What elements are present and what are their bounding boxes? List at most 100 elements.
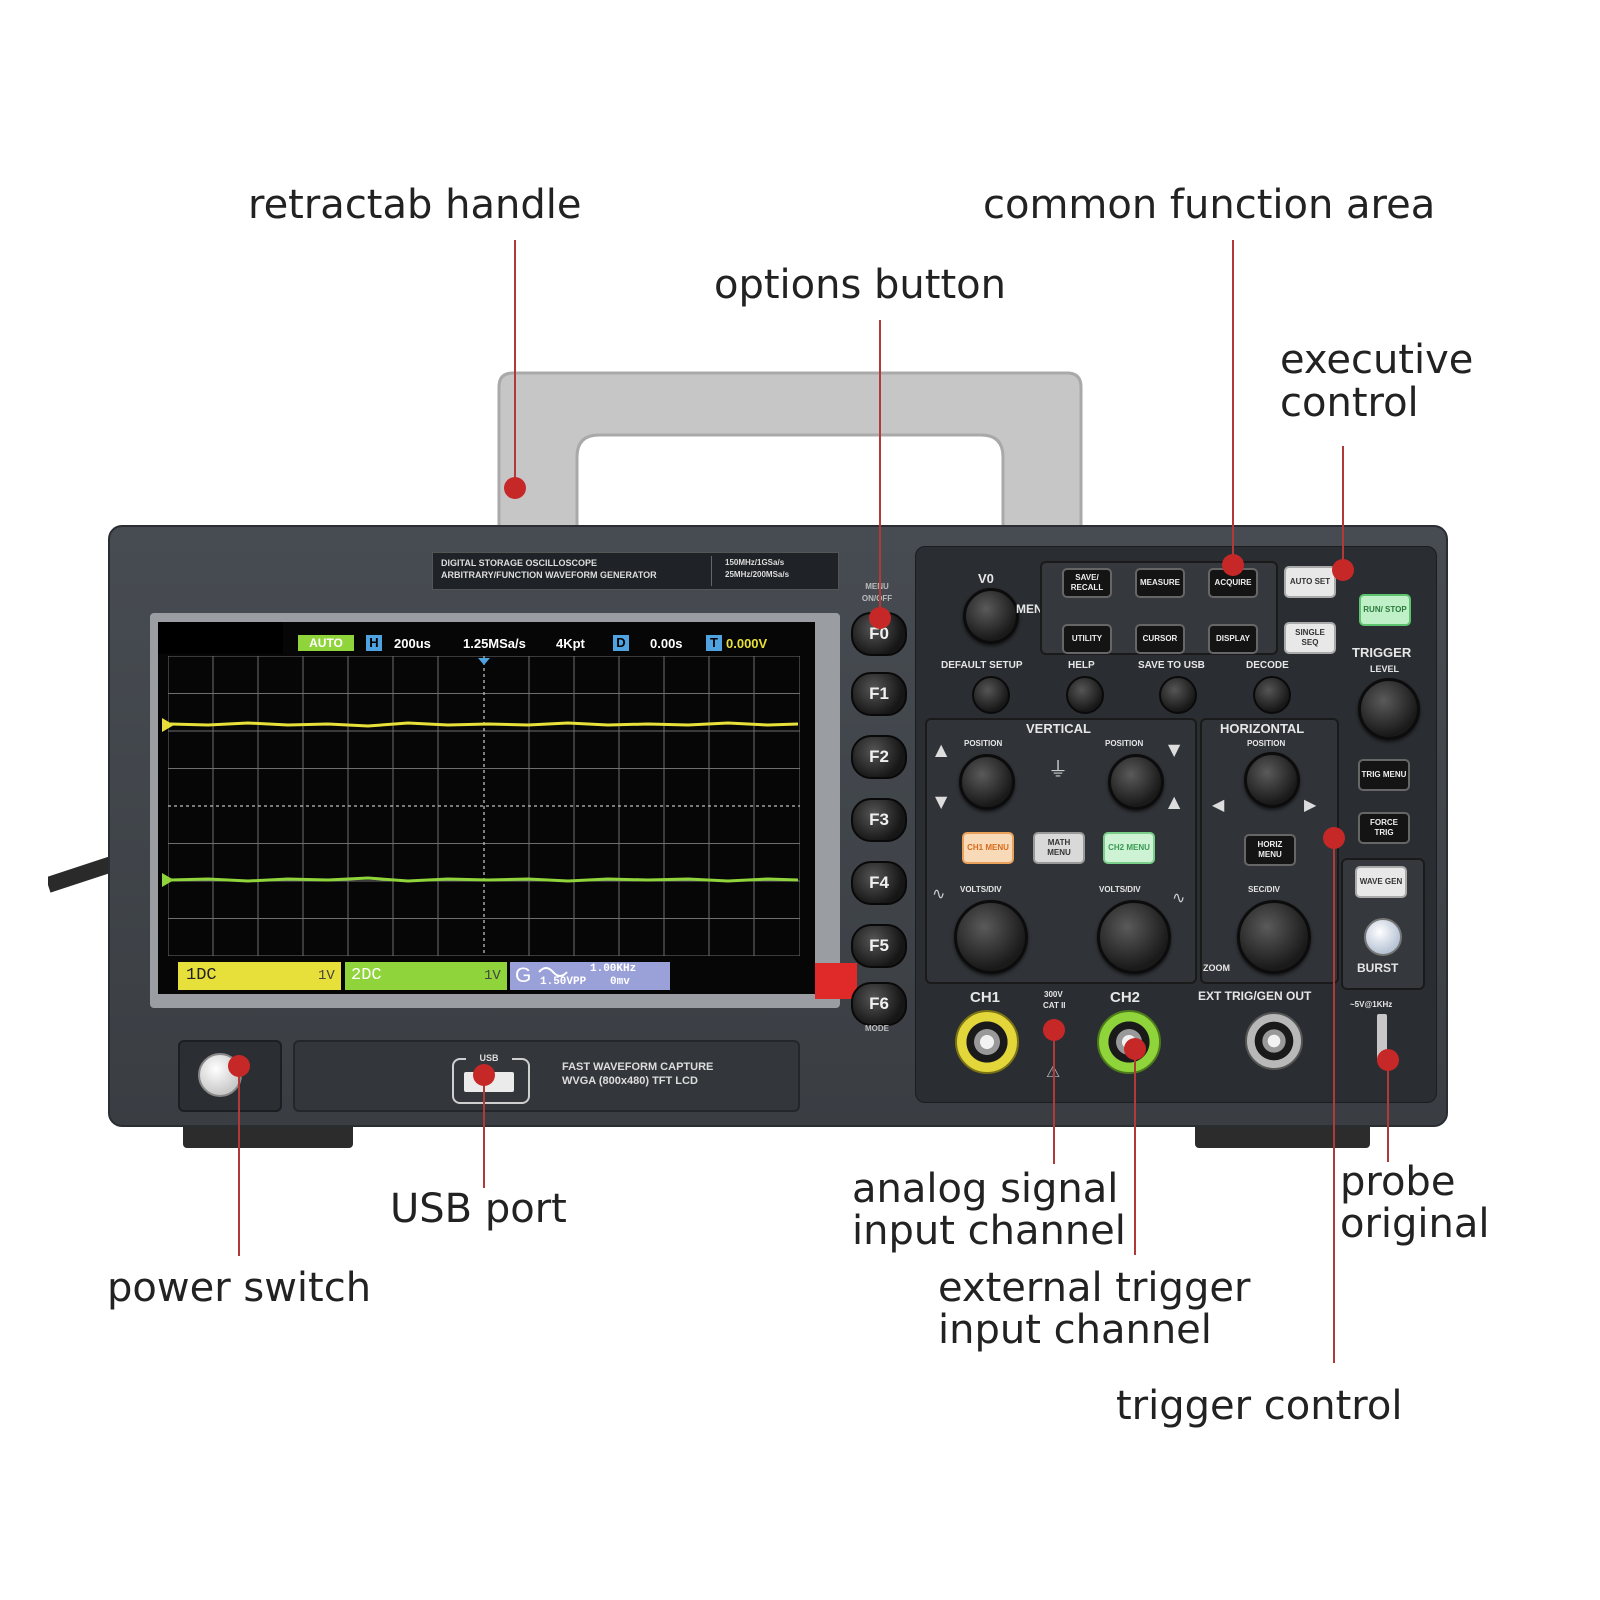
ch1-volts-div-label: VOLTS/DIV [960, 885, 1002, 894]
horiz-menu-button[interactable]: HORIZ MENU [1244, 834, 1296, 866]
default-setup-button[interactable] [972, 676, 1010, 714]
save-recall-button[interactable]: SAVE/ RECALL [1062, 568, 1112, 598]
force-trig-button[interactable]: FORCE TRIG [1358, 812, 1410, 844]
trigger-control-callout: trigger control [1116, 1383, 1403, 1429]
math-menu-button[interactable]: MATH MENU [1033, 832, 1085, 864]
ch2-volts-div-label: VOLTS/DIV [1099, 885, 1141, 894]
usb-port-leader-line [483, 1075, 485, 1188]
retractable-handle [497, 371, 1083, 539]
f6-button[interactable]: F6 [851, 982, 907, 1026]
ch1-menu-button[interactable]: CH1 MENU [962, 832, 1014, 864]
ch2-menu-button[interactable]: CH2 MENU [1103, 832, 1155, 864]
f3-button[interactable]: F3 [851, 798, 907, 842]
f4-button[interactable]: F4 [851, 861, 907, 905]
save-to-usb-button[interactable] [1159, 676, 1197, 714]
v0-label: V0 [978, 571, 994, 586]
lcd-spec-line-1: FAST WAVEFORM CAPTURE [562, 1061, 714, 1073]
common-function-leader-line [1232, 240, 1234, 565]
cursor-button[interactable]: CURSOR [1135, 624, 1185, 654]
executive-control-marker [1332, 559, 1354, 581]
ch2-info-fill [345, 962, 507, 990]
fkeys-menu-label: MENU [865, 582, 889, 591]
save-to-usb-label: SAVE TO USB [1138, 660, 1205, 671]
probe-compensation-terminal [1377, 1014, 1387, 1062]
ch2-position-label: POSITION [1105, 739, 1144, 748]
options-button-marker [869, 607, 891, 629]
options-button-leader-line [879, 320, 881, 618]
generator-offset: 0mv [610, 976, 630, 988]
common-function-area-callout: common function area [983, 182, 1436, 228]
ext-trig-bnc-connector[interactable] [1245, 1012, 1303, 1070]
probe-comp-label: ~5V@1KHz [1350, 1000, 1393, 1009]
run-stop-button[interactable]: RUN/ STOP [1359, 594, 1411, 626]
external-trigger-callout-line-2: input channel [938, 1307, 1212, 1353]
measure-button[interactable]: MEASURE [1135, 568, 1185, 598]
ch2-input-label: CH2 [1110, 989, 1141, 1006]
burst-button[interactable] [1364, 918, 1402, 956]
generator-amplitude: 1.50VPP [540, 976, 587, 988]
ch1-position-knob[interactable] [959, 754, 1015, 810]
options-button-callout: options button [714, 262, 1006, 308]
probe-original-callout-line-1: probe [1340, 1159, 1456, 1205]
help-button[interactable] [1066, 676, 1104, 714]
ch2-info-box: 2DC 1V [345, 962, 507, 990]
ch1-scale: 1V [318, 968, 335, 984]
timebase-value: 200us [394, 636, 431, 651]
auto-badge: AUTO [298, 635, 354, 651]
external-trigger-marker [1124, 1038, 1146, 1060]
trig-menu-button[interactable]: TRIG MENU [1358, 759, 1410, 791]
analog-signal-callout-line-1: analog signal [852, 1166, 1119, 1212]
ch2-up-arrow-icon: ▲ [1168, 792, 1181, 811]
horizontal-left-arrow-icon: ◀ [1212, 795, 1225, 814]
decode-button[interactable] [1253, 676, 1291, 714]
ch1-volts-wave-icon: ∿ [932, 884, 946, 903]
front-strip [293, 1040, 800, 1112]
retractab-handle-callout: retractab handle [248, 182, 582, 228]
d-badge: D [613, 635, 629, 651]
ch1-bnc-connector[interactable] [955, 1010, 1019, 1074]
fkeys-onoff-label: ON/OFF [861, 594, 893, 603]
default-setup-label: DEFAULT SETUP [941, 660, 1023, 671]
t-badge: T [706, 635, 722, 651]
usb-port-marker [473, 1064, 495, 1086]
v0-knob[interactable] [963, 588, 1019, 644]
display-button[interactable]: DISPLAY [1208, 624, 1258, 654]
auto-badge-text: AUTO [309, 636, 343, 650]
generator-info-box: G 1.00KHz 1.50VPP 0mv [510, 962, 670, 990]
horizontal-position-knob[interactable] [1244, 752, 1300, 808]
f1-button[interactable]: F1 [851, 672, 907, 716]
probe-original-marker [1377, 1049, 1399, 1071]
ch2-down-arrow-icon: ▼ [1168, 740, 1181, 759]
sec-div-knob[interactable] [1237, 900, 1311, 974]
handle-marker [504, 477, 526, 499]
horizontal-right-arrow-icon: ▶ [1304, 795, 1317, 814]
ch2-volts-div-knob[interactable] [1097, 900, 1171, 974]
f5-button[interactable]: F5 [851, 924, 907, 968]
sec-div-label: SEC/DIV [1248, 885, 1281, 894]
spec-line-2: 25MHz/200MSa/s [725, 570, 790, 579]
external-trigger-callout-line-1: external trigger [938, 1265, 1251, 1311]
auto-set-button[interactable]: AUTO SET [1284, 566, 1336, 598]
single-seq-button[interactable]: SINGLE SEQ [1284, 622, 1336, 654]
power-switch-callout: power switch [107, 1265, 372, 1311]
memory-depth-value: 4Kpt [556, 636, 585, 651]
trigger-control-marker [1323, 827, 1345, 849]
trigger-level-label: LEVEL [1370, 664, 1400, 674]
utility-button[interactable]: UTILITY [1062, 624, 1112, 654]
power-switch-leader-line [238, 1066, 240, 1256]
executive-control-callout-line-1: executive [1280, 337, 1474, 383]
executive-control-leader-line [1342, 446, 1344, 570]
lcd-screen: AUTO H 200us 1.25MSa/s 4Kpt D 0.00s T 0.… [158, 622, 815, 994]
ch2-position-knob[interactable] [1108, 754, 1164, 810]
delay-value: 0.00s [650, 636, 683, 651]
ch1-volts-div-knob[interactable] [954, 900, 1028, 974]
ch1-marker [162, 718, 174, 732]
f2-button[interactable]: F2 [851, 735, 907, 779]
ch1-info-fill [178, 962, 341, 990]
ch1-position-label: POSITION [964, 739, 1003, 748]
wave-gen-button[interactable]: WAVE GEN [1355, 866, 1407, 898]
trigger-label: TRIGGER [1352, 645, 1412, 660]
cat-rating-line-1: 300V [1044, 990, 1063, 999]
analog-input-leader-line [1053, 1030, 1055, 1164]
trigger-level-knob[interactable] [1358, 678, 1420, 740]
